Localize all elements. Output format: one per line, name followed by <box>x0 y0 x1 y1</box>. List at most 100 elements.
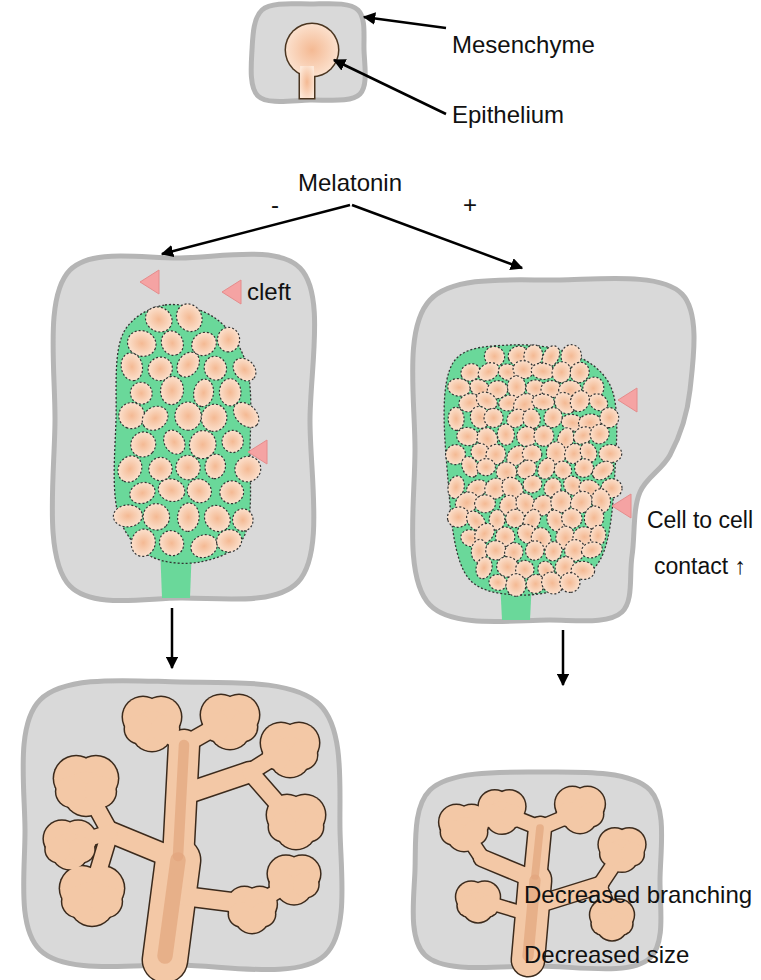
control-gland <box>42 694 326 961</box>
epithelial-cell <box>192 378 216 408</box>
melatonin-gland-layer <box>438 786 647 960</box>
epithelial-cell <box>188 531 221 561</box>
melatonin-gland-lobe <box>480 805 502 827</box>
melatonin-gland <box>438 786 647 960</box>
control-gland-lobe <box>295 813 323 841</box>
melatonin-gland-lobe <box>501 805 523 827</box>
epithelium-bud-stalk <box>300 66 314 98</box>
epithelial-cell <box>506 574 526 597</box>
epithelial-cell <box>217 478 245 506</box>
melatonin-gland-lobe <box>441 820 465 844</box>
control-gland-lobe <box>69 837 94 862</box>
control-gland-lobe <box>46 837 71 862</box>
epithelial-cell <box>219 378 242 406</box>
melatonin-gland-branch <box>482 858 535 880</box>
melatonin-bud-outline <box>444 345 617 595</box>
control-gland-branch <box>178 745 184 860</box>
epithelial-cell <box>232 509 253 532</box>
control-gland-shading <box>165 745 184 956</box>
epithelial-cell <box>127 479 158 507</box>
control-gland-branch <box>110 832 178 860</box>
epithelium-bud-layer <box>286 24 338 98</box>
epithelium-bud-layer <box>285 23 340 100</box>
control-gland-lobe <box>91 886 122 917</box>
melatonin-gland-lobe <box>592 913 613 934</box>
melatonin-gland-lobe <box>600 843 622 865</box>
control-gland-lobe <box>289 741 317 769</box>
epithelial-cell <box>113 504 143 527</box>
melatonin-gland-lobe <box>579 802 603 826</box>
control-gland-lobe <box>203 713 231 741</box>
epithelial-cell <box>159 426 189 458</box>
melatonin-gland-lobe <box>458 895 479 916</box>
annotation-label: Cell to cell contact ↑ <box>644 497 756 589</box>
epithelial-cell <box>199 402 230 434</box>
control-gland-layer <box>44 695 325 960</box>
control-gland-lobe <box>229 902 253 926</box>
trunk-shading <box>165 860 178 956</box>
control-gland-branch <box>165 860 178 960</box>
control-bud-cells <box>113 299 266 561</box>
epithelial-cell <box>587 421 613 448</box>
epithelial-cell <box>201 353 230 383</box>
epithelial-cell <box>580 540 604 560</box>
epithelial-cell <box>215 527 244 554</box>
control-gland-lobe <box>251 902 275 926</box>
cleft-triangle <box>612 494 631 518</box>
epithelial-cell <box>217 327 239 352</box>
control-gland-lobe <box>85 776 116 807</box>
epithelial-cell <box>159 375 185 406</box>
cleft-triangle <box>140 270 159 294</box>
tissue-label: Epithelium <box>452 101 564 130</box>
epithelial-cell <box>203 453 227 480</box>
epithelium-bud <box>285 23 340 100</box>
epithelial-cell <box>175 402 202 431</box>
epithelial-cell <box>128 527 158 559</box>
melatonin-gland-lobe <box>463 820 487 844</box>
cleft-markers <box>140 270 637 518</box>
leader-arrow <box>364 17 446 28</box>
control-gland-lobe <box>270 872 295 897</box>
branch-arrow <box>352 205 522 268</box>
epithelial-cell <box>221 430 244 454</box>
control-gland-layer <box>42 694 326 961</box>
sign-label: - <box>271 191 279 220</box>
tissue-drawings <box>23 4 694 970</box>
epithelial-cell <box>530 362 555 381</box>
epithelial-cell <box>521 473 545 495</box>
epithelial-cell <box>448 407 465 431</box>
epithelial-cell <box>523 538 546 562</box>
control-gland-lobe <box>269 813 297 841</box>
control-gland-lobe <box>263 741 291 769</box>
epithelial-cell <box>172 299 207 336</box>
epithelial-cell <box>229 397 264 432</box>
mesenchyme <box>23 681 342 970</box>
cleft-triangle <box>248 440 267 464</box>
epithelial-cell <box>177 502 201 532</box>
melatonin-gland-branch <box>535 828 540 880</box>
control-gland-lobe <box>62 886 93 917</box>
control-gland-lobe <box>151 715 179 743</box>
sign-label: + <box>463 191 477 220</box>
control-gland-lobe <box>56 776 87 807</box>
epithelium-bud-stalk <box>299 65 316 100</box>
epithelial-cell <box>599 444 622 463</box>
trunk-shading <box>535 828 540 876</box>
melatonin-gland-lobe <box>477 895 498 916</box>
mesenchyme <box>412 278 694 621</box>
cleft-triangle <box>618 388 637 412</box>
epithelial-cell <box>155 476 187 505</box>
branch-arrow <box>162 205 350 254</box>
melatonin-gland-lobe <box>611 913 632 934</box>
epithelial-cell <box>113 452 146 487</box>
melatonin-bud-cells <box>442 342 623 598</box>
result-label: Decreased branching <box>524 881 752 910</box>
down-arrow <box>562 630 565 685</box>
epithelial-cell <box>487 573 508 593</box>
trunk-shading <box>178 745 184 856</box>
epithelial-cell <box>496 423 515 446</box>
mesenchyme <box>251 4 365 102</box>
